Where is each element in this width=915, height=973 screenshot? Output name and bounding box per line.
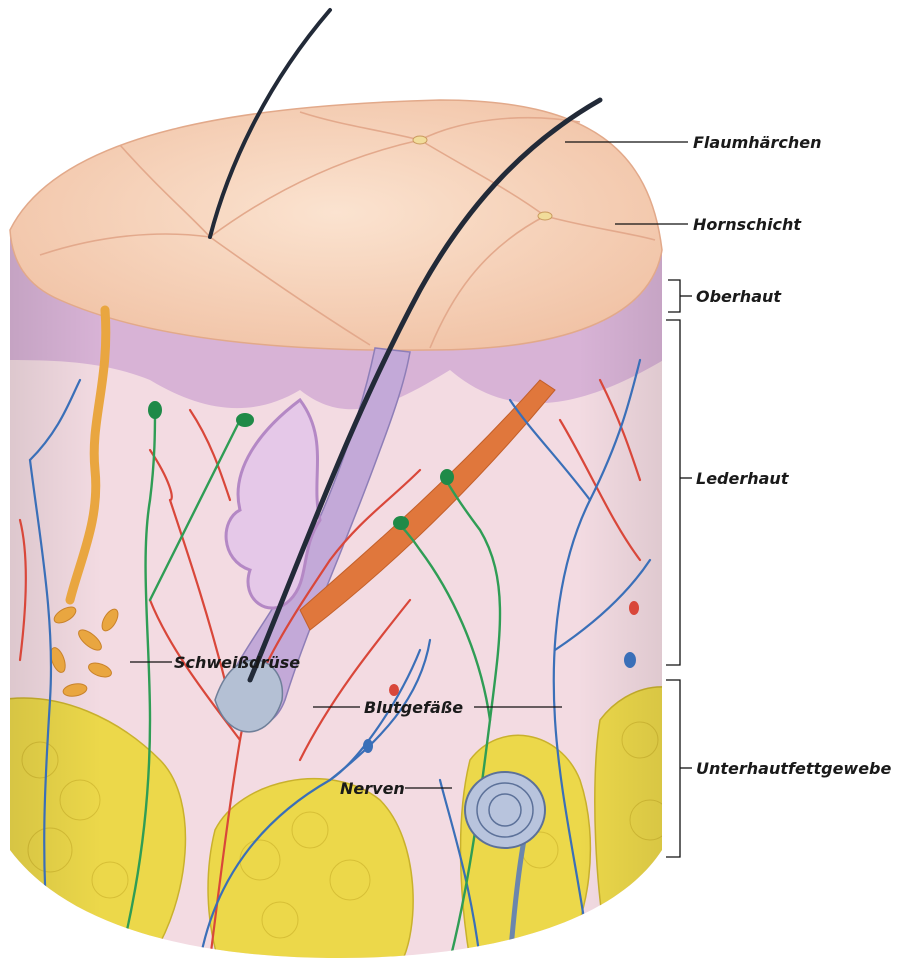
pore-1	[413, 136, 427, 144]
label-oberhaut: Oberhaut	[696, 287, 782, 306]
label-hornschicht: Hornschicht	[693, 215, 802, 234]
label-flaumhaerchen: Flaumhärchen	[693, 133, 821, 152]
label-blutgefaesse: Blutgefäße	[364, 698, 463, 717]
vessel-section-blue-2	[624, 652, 636, 668]
label-lederhaut: Lederhaut	[696, 469, 790, 488]
vessel-section-red	[389, 684, 399, 696]
vessel-section-blue	[363, 739, 373, 753]
label-schweissdruese: Schweißdrüse	[174, 653, 300, 672]
label-unterhautfettgewebe: Unterhautfettgewebe	[696, 759, 892, 778]
label-nerven: Nerven	[340, 779, 405, 798]
vessel-section-red-2	[629, 601, 639, 615]
pore-2	[538, 212, 552, 220]
